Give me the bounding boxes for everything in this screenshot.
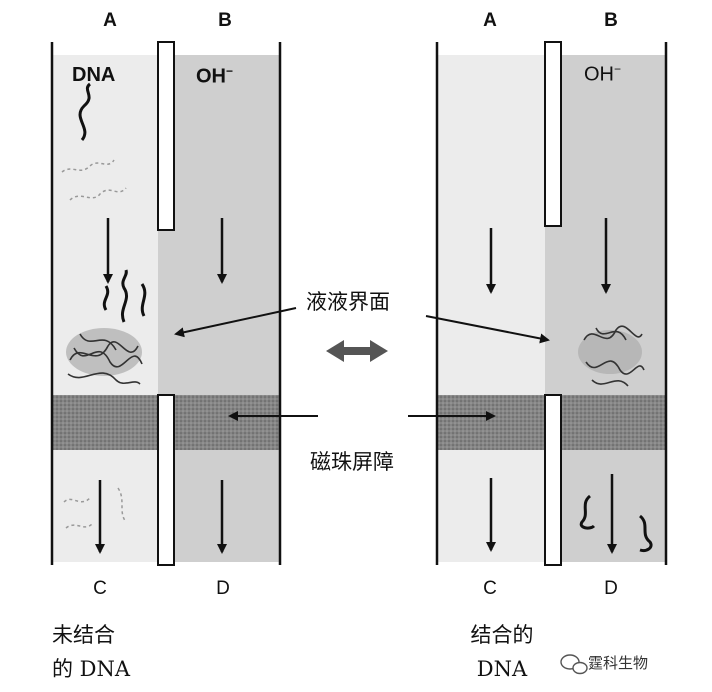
left-label-a: A [103,10,117,31]
left-chamber-d [158,450,280,562]
left-tube [50,41,282,566]
unbound-dna-strand [63,497,91,503]
interface-pointer-right [425,315,550,344]
interface-label: 液液界面 [306,290,390,314]
interface-pointer-left [174,307,297,338]
dna-strand [78,82,92,141]
unbound-dna-strand [117,487,127,523]
left-oh-label: OH− [196,64,234,88]
left-caption-line1: 未结合 [52,623,115,647]
left-label-d: D [216,578,230,599]
dna-cluster [578,325,645,387]
dna-strand [638,514,653,552]
right-caption-line2: DNA [476,657,528,681]
left-chamber-c [52,450,158,562]
right-oh-label: OH− [584,62,622,86]
right-divider-bottom [544,394,562,566]
watermark-text: 霆科生物 [588,654,649,672]
bead-barrier-label: 磁珠屏障 [310,450,394,474]
left-caption-line2: 的 DNA [52,657,131,681]
right-label-c: C [483,578,497,599]
right-label-b: B [604,10,618,31]
right-label-d: D [604,578,618,599]
right-label-a: A [483,10,497,31]
dna-strand [579,494,596,530]
unbound-dna-strand [69,187,127,201]
left-dna-label: DNA [72,64,116,86]
exchange-double-arrow [326,340,388,362]
left-chamber-b [158,55,280,395]
dna-cluster [66,269,147,385]
right-divider-top [544,41,562,227]
unbound-dna-strand [65,523,93,529]
right-tube [435,41,668,566]
left-divider-top [157,41,175,231]
right-chamber-d [545,450,666,562]
right-caption-line1: 结合的 [470,623,534,647]
unbound-dna-strand [61,159,115,173]
wechat-icon [560,654,588,675]
right-caption: 结合的 DNA [452,618,552,686]
left-divider-bottom [157,394,175,566]
left-label-b: B [218,10,232,31]
right-chamber-a [437,55,545,395]
left-label-c: C [93,578,107,599]
left-caption: 未结合 的 DNA [52,618,130,686]
